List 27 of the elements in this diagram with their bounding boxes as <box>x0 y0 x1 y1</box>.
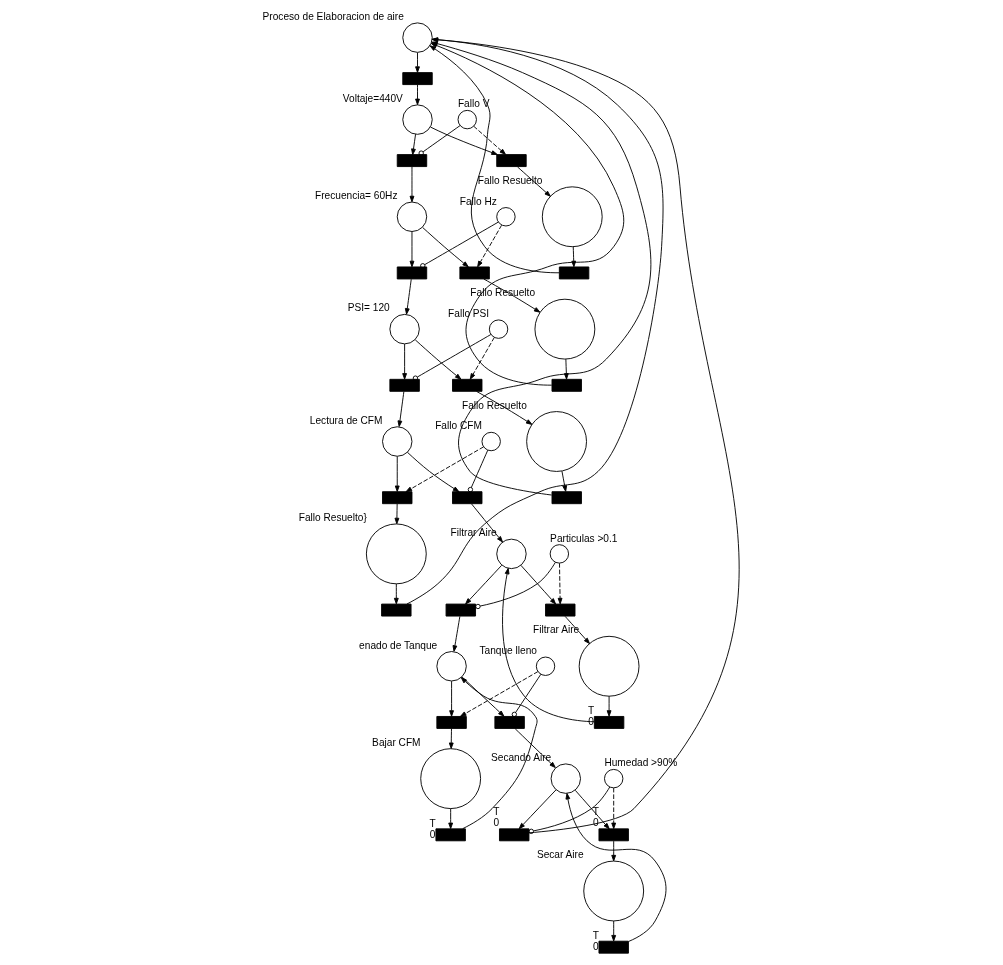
node-label: Filtrar Aire <box>450 527 497 539</box>
node-label: Bajar CFM <box>372 736 421 748</box>
node-label: Humedad >90% <box>604 757 678 769</box>
node-label: T <box>493 805 500 817</box>
node-label: Lectura de CFM <box>309 414 383 426</box>
node-label: Secando Aire <box>491 751 552 763</box>
node-label: Fallo CFM <box>435 420 482 432</box>
node-label: 0 <box>429 828 436 840</box>
node-label: 0 <box>493 816 500 828</box>
node-label: Fallo PSI <box>448 307 490 319</box>
node-label: T <box>592 805 599 817</box>
node-label: Fallo Resuelto} <box>298 512 367 523</box>
node-label: Secar Aire <box>536 849 584 861</box>
node-label: Proceso de Elaboracion de aire <box>262 10 404 22</box>
node-label: Fallo Resuelto <box>477 174 543 186</box>
node-label: T <box>592 930 599 942</box>
node-label: T <box>429 817 436 829</box>
node-label: Frecuencia= 60Hz <box>315 190 398 202</box>
node-label: Voltaje=440V <box>342 92 403 104</box>
node-label: Fallo Hz <box>459 195 497 207</box>
node-label: T <box>588 705 595 717</box>
node-label: Filtrar Aire <box>533 624 580 636</box>
node-label: 0 <box>592 941 599 953</box>
node-label: Particulas >0.1 <box>550 532 618 544</box>
node-label: Tanque lleno <box>479 645 537 657</box>
node-label: PSI= 120 <box>347 302 390 314</box>
node-label: enado de Tanque <box>359 639 438 651</box>
